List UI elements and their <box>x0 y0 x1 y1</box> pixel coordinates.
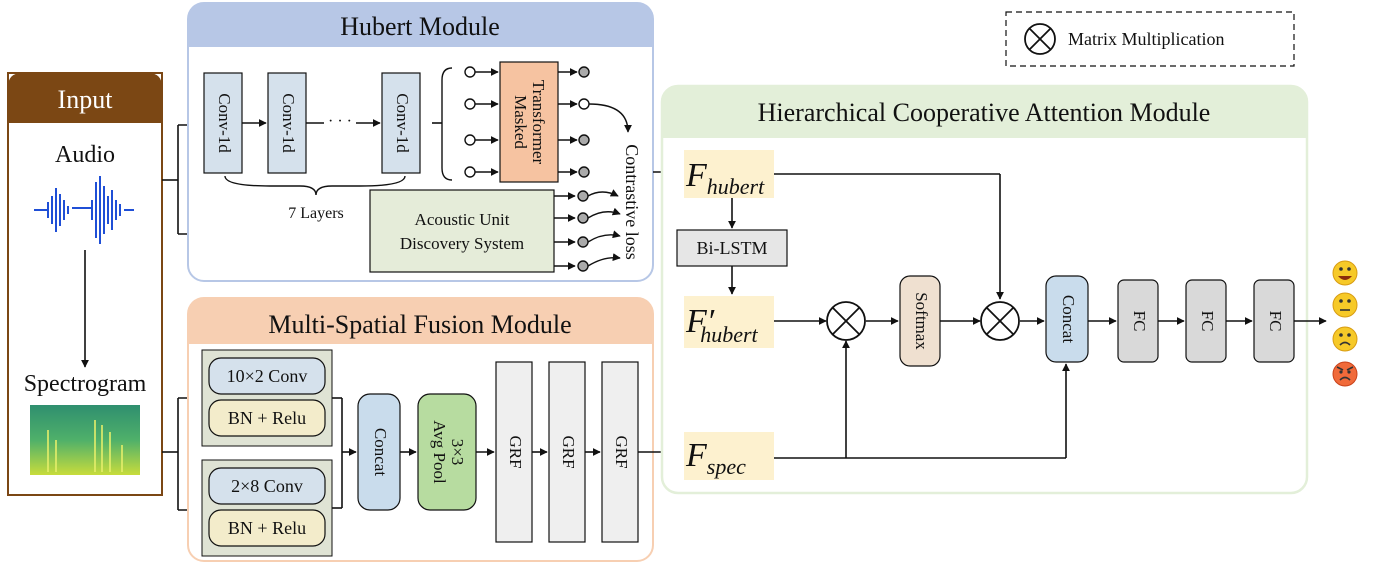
matrix-multiplication-icon <box>1024 23 1056 55</box>
softmax-block <box>899 275 941 367</box>
msf-concat-label: Concat <box>371 428 390 476</box>
f-hubert-box <box>684 150 774 198</box>
conv-10x2-label: 10×2 Conv <box>227 366 308 386</box>
bilstm-label: Bi-LSTM <box>696 238 767 258</box>
transformer-output-tokens <box>558 66 632 178</box>
conv-2x8-label: 2×8 Conv <box>231 476 303 496</box>
grf-block-3 <box>601 361 639 543</box>
transformer-label-line1: Transformer <box>529 80 548 165</box>
sad-face-icon <box>1332 326 1358 352</box>
neutral-face-icon <box>1332 292 1358 318</box>
avg-pool-label-line1: 3×3 <box>448 439 467 466</box>
f-spec-label: Fspec <box>685 437 746 479</box>
fc-label-3: FC <box>1266 311 1285 332</box>
bn-relu-label-1: BN + Relu <box>228 408 306 428</box>
conv1d-label-3: Conv-1d <box>393 93 412 153</box>
spectrogram-label: Spectrogram <box>24 371 147 397</box>
contrastive-loss-label: Contrastive loss <box>622 144 642 260</box>
conv-10x2-block <box>208 357 326 395</box>
input-title: Input <box>58 85 114 114</box>
msf-header <box>188 298 653 344</box>
bn-relu-block-1 <box>208 399 326 437</box>
angry-face-icon <box>1332 361 1358 387</box>
grf-label-1: GRF <box>506 435 525 468</box>
audio-label: Audio <box>55 142 115 168</box>
grf-block-2 <box>548 361 586 543</box>
transformer-bracket <box>441 67 453 181</box>
matrix-multiply-node-1 <box>826 301 866 341</box>
legend: Matrix Multiplication <box>1005 11 1295 67</box>
f-hubert-prime-label: F′hubert <box>685 303 759 347</box>
spectrogram-image <box>30 405 140 475</box>
transformer-input-tokens <box>464 66 499 178</box>
hca-header <box>662 86 1307 138</box>
grf-label-2: GRF <box>559 435 578 468</box>
hca-title: Hierarchical Cooperative Attention Modul… <box>758 98 1211 127</box>
f-hubert-label: Fhubert <box>685 157 765 199</box>
fc-block-3 <box>1253 279 1295 363</box>
conv-2x8-block <box>208 467 326 505</box>
fc-block-2 <box>1185 279 1227 363</box>
conv1d-block-3 <box>381 72 421 174</box>
fc-label-2: FC <box>1198 311 1217 332</box>
bn-relu-block-2 <box>208 509 326 547</box>
bn-relu-label-2: BN + Relu <box>228 518 306 538</box>
fc-block-1 <box>1117 279 1159 363</box>
msf-title: Multi-Spatial Fusion Module <box>268 310 571 339</box>
hca-concat-block <box>1045 275 1089 363</box>
hubert-header <box>188 3 653 47</box>
avg-pool-label-line2: Avg Pool <box>430 420 449 484</box>
hubert-title: Hubert Module <box>340 12 500 41</box>
masked-transformer-block <box>499 61 559 183</box>
layers-brace <box>224 175 406 196</box>
legend-label: Matrix Multiplication <box>1068 29 1224 49</box>
conv1d-label-1: Conv-1d <box>215 93 234 153</box>
acoustic-unit-discovery-block <box>369 189 555 273</box>
hubert-module: Hubert Module Conv-1d Conv-1d Conv-1d · … <box>187 2 654 282</box>
matrix-multiply-node-2 <box>980 301 1020 341</box>
audio-waveform-icon <box>34 176 134 244</box>
fc-label-1: FC <box>1130 311 1149 332</box>
conv-ellipsis: · · · <box>328 113 352 130</box>
happy-face-icon <box>1332 260 1358 286</box>
layers-label: 7 Layers <box>288 205 344 222</box>
input-panel: Input Audio Spectrogram <box>7 72 163 496</box>
transformer-label-line2: Masked <box>511 95 530 149</box>
bilstm-block <box>676 229 788 267</box>
f-spec-box <box>684 432 774 480</box>
input-header <box>8 73 162 123</box>
acoustic-output-tokens <box>554 189 621 272</box>
multi-spatial-fusion-module: Multi-Spatial Fusion Module 10×2 Conv BN… <box>187 297 654 562</box>
emotion-outputs <box>1332 260 1358 387</box>
acoustic-label-line1: Acoustic Unit <box>415 210 510 229</box>
conv1d-block-2 <box>267 72 307 174</box>
acoustic-label-line2: Discovery System <box>400 234 524 253</box>
f-hubert-prime-box <box>684 296 774 348</box>
softmax-label: Softmax <box>912 292 931 350</box>
hca-module: Hierarchical Cooperative Attention Modul… <box>660 84 1327 495</box>
conv1d-label-2: Conv-1d <box>279 93 298 153</box>
hca-concat-label: Concat <box>1059 295 1078 343</box>
grf-label-3: GRF <box>612 435 631 468</box>
